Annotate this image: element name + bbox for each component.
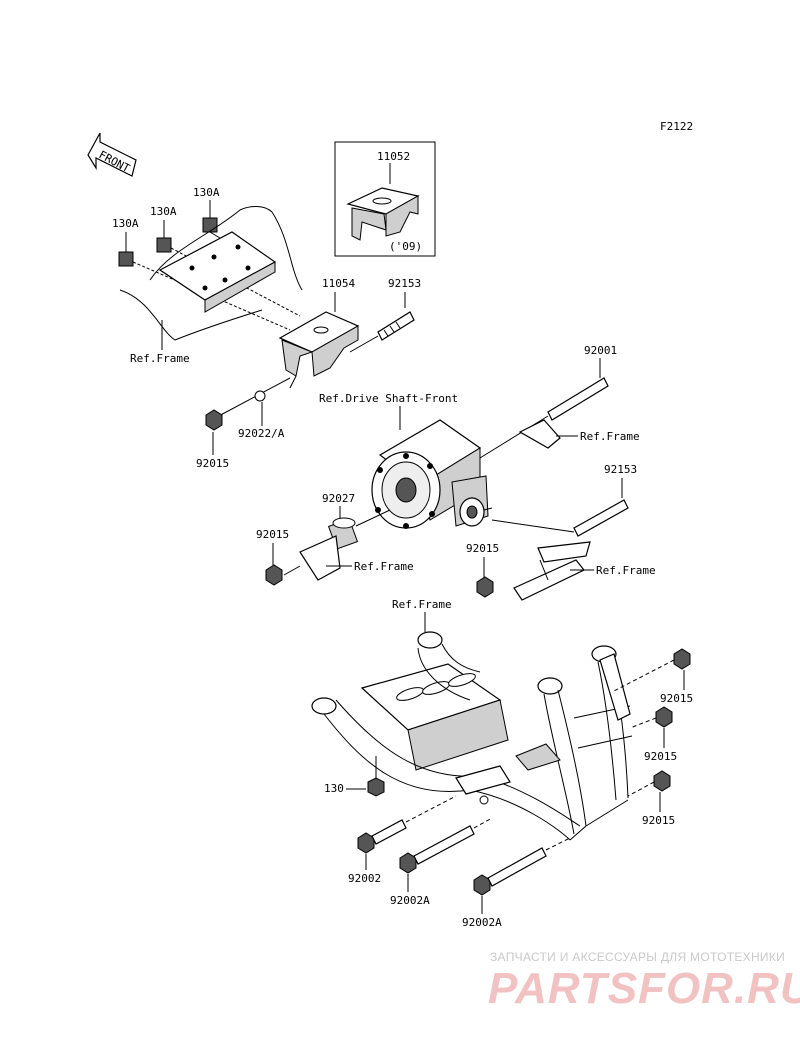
- label-ref-frame-2: Ref.Frame: [580, 430, 640, 443]
- nut-icon: [655, 706, 673, 728]
- label-92022a: 92022/A: [238, 427, 285, 440]
- spacer-92027: 92027: [322, 492, 391, 550]
- frame-bolt-group: 92002 92002A 92002A: [348, 795, 571, 929]
- main-frame-assembly: Ref.Frame: [311, 598, 633, 841]
- label-92015-3: 92015: [466, 542, 499, 555]
- inset-bracket-box: 11052 ('09): [334, 141, 436, 257]
- nut-washer-group: 92022/A 92015: [196, 377, 291, 470]
- bracket-right-lower: 92015 Ref.Frame: [466, 541, 656, 601]
- bolt-92153-top: 92153: [349, 277, 421, 353]
- bolt-icon: [357, 832, 375, 854]
- watermark-caption: ЗАПЧАСТИ И АКСЕССУАРЫ ДЛЯ МОТОТЕХНИКИ: [490, 950, 786, 964]
- bolt-icon: [399, 852, 417, 874]
- bolt-icon: [118, 251, 134, 267]
- label-92153-mid: 92153: [604, 463, 637, 476]
- label-92002: 92002: [348, 872, 381, 885]
- bolt-92153-mid: 92153: [491, 463, 637, 537]
- label-ref-frame-4: Ref.Frame: [596, 564, 656, 577]
- label-130a-3: 130A: [193, 186, 220, 199]
- label-130: 130: [324, 782, 344, 795]
- figure-code: F2122: [660, 120, 693, 133]
- ref-frame-plate: Ref.Frame: [119, 206, 303, 365]
- inset-part-number: 11052: [377, 150, 410, 163]
- inset-year: ('09): [389, 240, 422, 253]
- bolt-icon: [473, 874, 491, 896]
- nut-icon: [653, 770, 671, 792]
- washer-icon: [254, 390, 266, 402]
- bracket-left-lower: 92015 Ref.Frame: [256, 528, 414, 586]
- front-arrow-icon: FRONT: [87, 132, 137, 177]
- label-92002a-1: 92002A: [390, 894, 430, 907]
- label-92015-2: 92015: [256, 528, 289, 541]
- bolt-130a-group: 130A 130A 130A: [112, 186, 301, 331]
- bolt-icon: [202, 217, 218, 233]
- label-ref-drive-shaft: Ref.Drive Shaft-Front: [319, 392, 458, 405]
- label-92015-6: 92015: [642, 814, 675, 827]
- label-92015-4: 92015: [660, 692, 693, 705]
- label-92027: 92027: [322, 492, 355, 505]
- label-130a-2: 130A: [150, 205, 177, 218]
- label-ref-frame-5: Ref.Frame: [392, 598, 452, 611]
- label-130a-1: 130A: [112, 217, 139, 230]
- nut-icon: [673, 648, 691, 670]
- nut-icon: [205, 409, 223, 431]
- label-ref-frame-3: Ref.Frame: [354, 560, 414, 573]
- label-11054: 11054: [322, 277, 355, 290]
- label-92153-top: 92153: [388, 277, 421, 290]
- bracket-11054: 11054: [278, 277, 360, 389]
- bolt-92001: 92001 Ref.Frame: [479, 344, 640, 459]
- watermark-logo: PARTSFOR.RU: [488, 964, 800, 1013]
- bolt-130: 130: [324, 756, 385, 797]
- nut-icon: [476, 576, 494, 598]
- label-ref-frame-1: Ref.Frame: [130, 352, 190, 365]
- bolt-icon: [367, 777, 385, 797]
- label-92015-1: 92015: [196, 457, 229, 470]
- label-92015-5: 92015: [644, 750, 677, 763]
- label-92001: 92001: [584, 344, 617, 357]
- front-differential: [371, 419, 493, 529]
- nut-icon: [265, 564, 283, 586]
- bolt-icon: [156, 237, 172, 253]
- frame-nut-group: 92015 92015 92015: [611, 648, 693, 827]
- label-92002a-2: 92002A: [462, 916, 502, 929]
